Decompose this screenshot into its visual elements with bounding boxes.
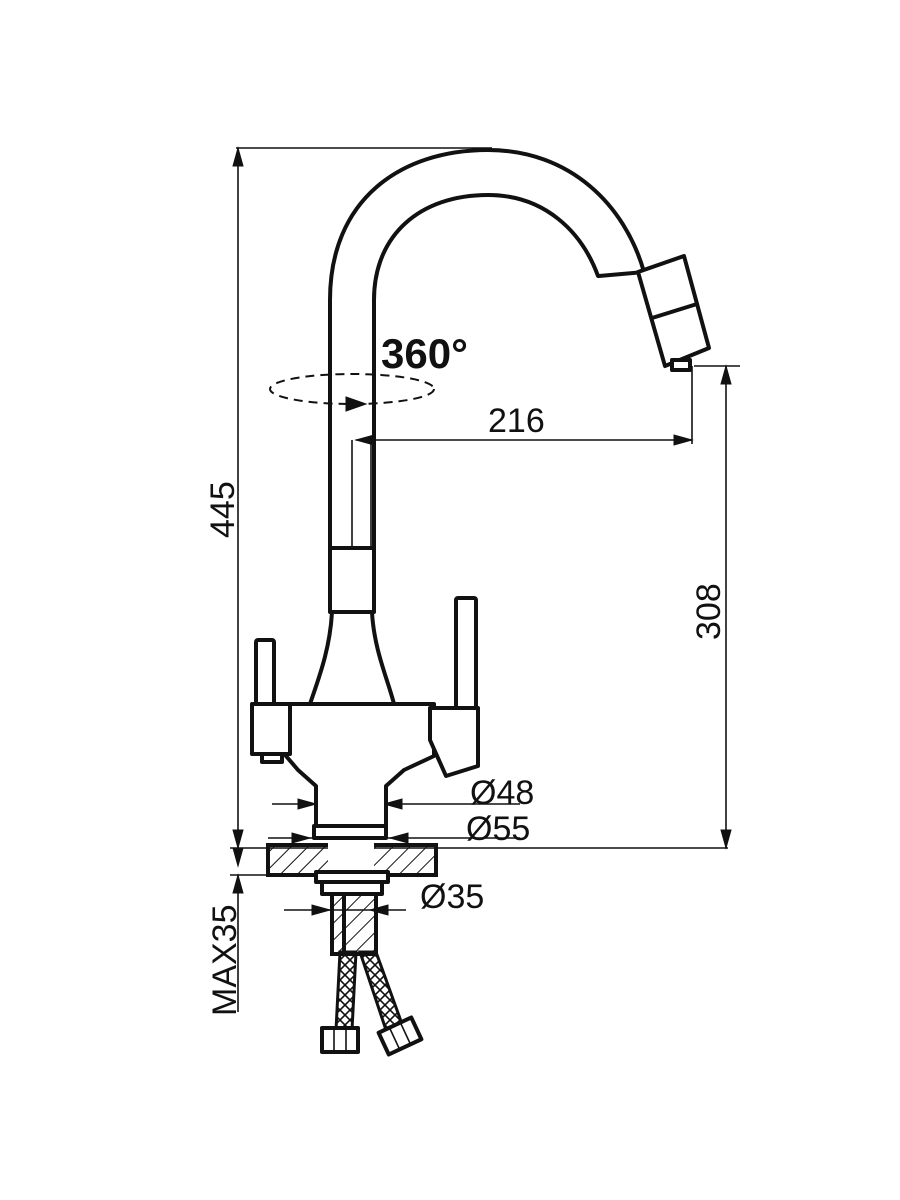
left-hose-nut [320, 1026, 360, 1054]
shank-diameter-label: Ø35 [420, 878, 484, 916]
spout [328, 148, 711, 552]
rotation-indicator [269, 373, 435, 412]
supply-hoses [320, 950, 424, 1057]
faucet-body [284, 440, 436, 840]
reach-label: 216 [488, 402, 545, 440]
total-height-label: 445 [204, 481, 242, 538]
right-hose-nut [376, 1015, 424, 1057]
mounting-shank [314, 870, 390, 956]
left-handle [250, 638, 292, 764]
spout-height-label: 308 [690, 583, 728, 640]
right-handle [428, 596, 480, 778]
base-diameter-55-label: Ø55 [466, 810, 530, 848]
dimension-arrowheads [232, 146, 732, 916]
max-thickness-label: MAX35 [206, 905, 244, 1017]
base-diameter-48-label: Ø48 [470, 774, 534, 812]
rotation-label: 360° [381, 330, 468, 377]
dimension-labels: 360° 216 445 308 Ø48 Ø55 Ø35 MAX35 [204, 330, 728, 1016]
